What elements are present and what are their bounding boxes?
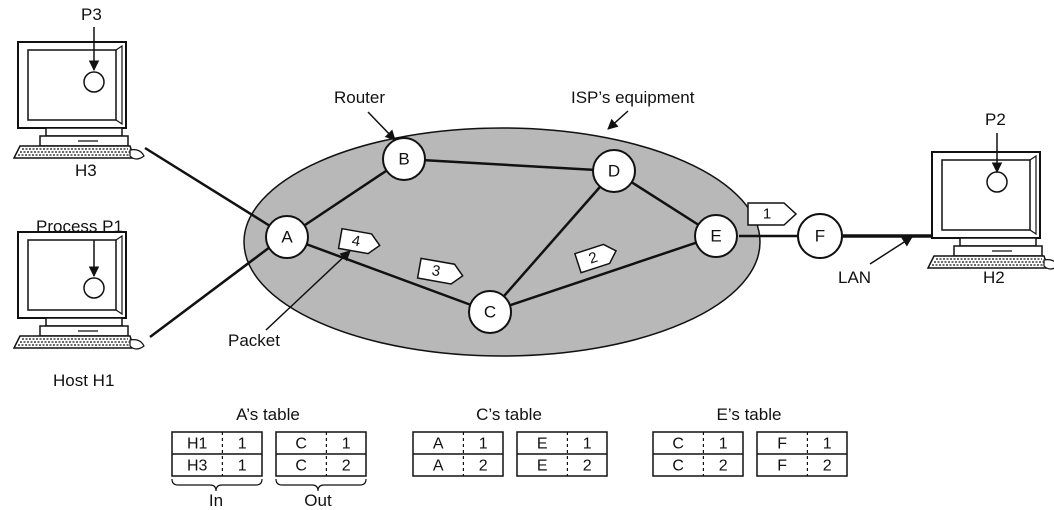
computer-h1 — [13, 231, 145, 350]
arrow-router — [367, 111, 396, 141]
node-a: A — [265, 215, 309, 259]
link-a-b — [286, 157, 405, 239]
table-cell: 1 — [342, 436, 351, 453]
packet-3-label: 3 — [430, 262, 441, 280]
table-title-e: E’s table — [717, 405, 782, 424]
label-h3: H3 — [75, 161, 97, 180]
table-cell: 1 — [583, 436, 592, 453]
table-cell: C — [295, 458, 307, 475]
node-b-label: B — [398, 150, 409, 169]
node-f: F — [797, 213, 843, 259]
label-router: Router — [334, 88, 385, 107]
table-cell: 2 — [823, 458, 832, 475]
table-cell: 2 — [719, 458, 728, 475]
process-p3-circle — [83, 71, 105, 93]
table-cell: F — [777, 436, 787, 453]
table-cell: H3 — [187, 458, 208, 475]
table-cell: A — [433, 436, 444, 453]
link-c-e — [489, 234, 717, 314]
label-h2: H2 — [983, 268, 1005, 287]
label-in: In — [209, 491, 223, 510]
node-d-label: D — [608, 162, 620, 181]
table-cell: 1 — [719, 436, 728, 453]
node-a-label: A — [281, 228, 293, 247]
packet-3: 3 — [416, 257, 464, 285]
table-cell: 1 — [823, 436, 832, 453]
node-c-label: C — [484, 303, 496, 322]
link-c-d — [489, 170, 615, 313]
node-b: B — [382, 137, 426, 181]
table-cell: 2 — [583, 458, 592, 475]
packet-4-label: 4 — [350, 232, 361, 250]
brace-in — [171, 478, 263, 492]
arrow-isp — [607, 110, 629, 130]
node-c: C — [468, 290, 512, 334]
node-f-label: F — [815, 227, 825, 246]
table-title-c: C’s table — [476, 405, 542, 424]
table-cell: F — [777, 458, 787, 475]
table-cell: 1 — [238, 458, 247, 475]
label-isp-equipment: ISP’s equipment — [571, 88, 695, 107]
table-cell: H1 — [187, 436, 208, 453]
table-cell: C — [295, 436, 307, 453]
label-host-h1: Host H1 — [53, 371, 114, 390]
table-cell: A — [433, 458, 444, 475]
brace-out — [275, 478, 367, 492]
process-p2-circle — [986, 171, 1008, 193]
isp-equipment-ellipse — [243, 127, 761, 357]
node-d: D — [592, 149, 636, 193]
link-a-c — [286, 235, 491, 314]
process-p1-circle — [83, 277, 105, 299]
table-cell: C — [672, 436, 684, 453]
arrow-packet — [265, 250, 351, 331]
link-h1-a — [149, 246, 271, 338]
packet-1: 1 — [747, 202, 798, 226]
link-b-d — [403, 157, 615, 173]
arrow-lan — [869, 236, 913, 265]
packet-2: 2 — [573, 243, 618, 274]
table-cell: 2 — [479, 458, 488, 475]
node-e: E — [694, 214, 738, 258]
label-out: Out — [304, 491, 332, 510]
table-cell: 1 — [479, 436, 488, 453]
table-cell: C — [672, 458, 684, 475]
packet-4: 4 — [337, 227, 381, 255]
computer-h2 — [927, 151, 1054, 270]
label-p2: P2 — [985, 110, 1006, 129]
table-title-a: A’s table — [236, 405, 300, 424]
label-process-p1: Process P1 — [36, 217, 123, 236]
label-p3: P3 — [81, 5, 102, 24]
table-cell: 2 — [342, 458, 351, 475]
computer-h3 — [13, 41, 145, 160]
label-lan: LAN — [838, 268, 871, 287]
packet-1-label: 1 — [763, 206, 771, 223]
table-cell: 1 — [238, 436, 247, 453]
node-e-label: E — [710, 227, 721, 246]
table-cell: E — [537, 458, 548, 475]
link-h3-a — [144, 146, 271, 228]
table-cell: E — [537, 436, 548, 453]
label-packet: Packet — [228, 331, 280, 350]
